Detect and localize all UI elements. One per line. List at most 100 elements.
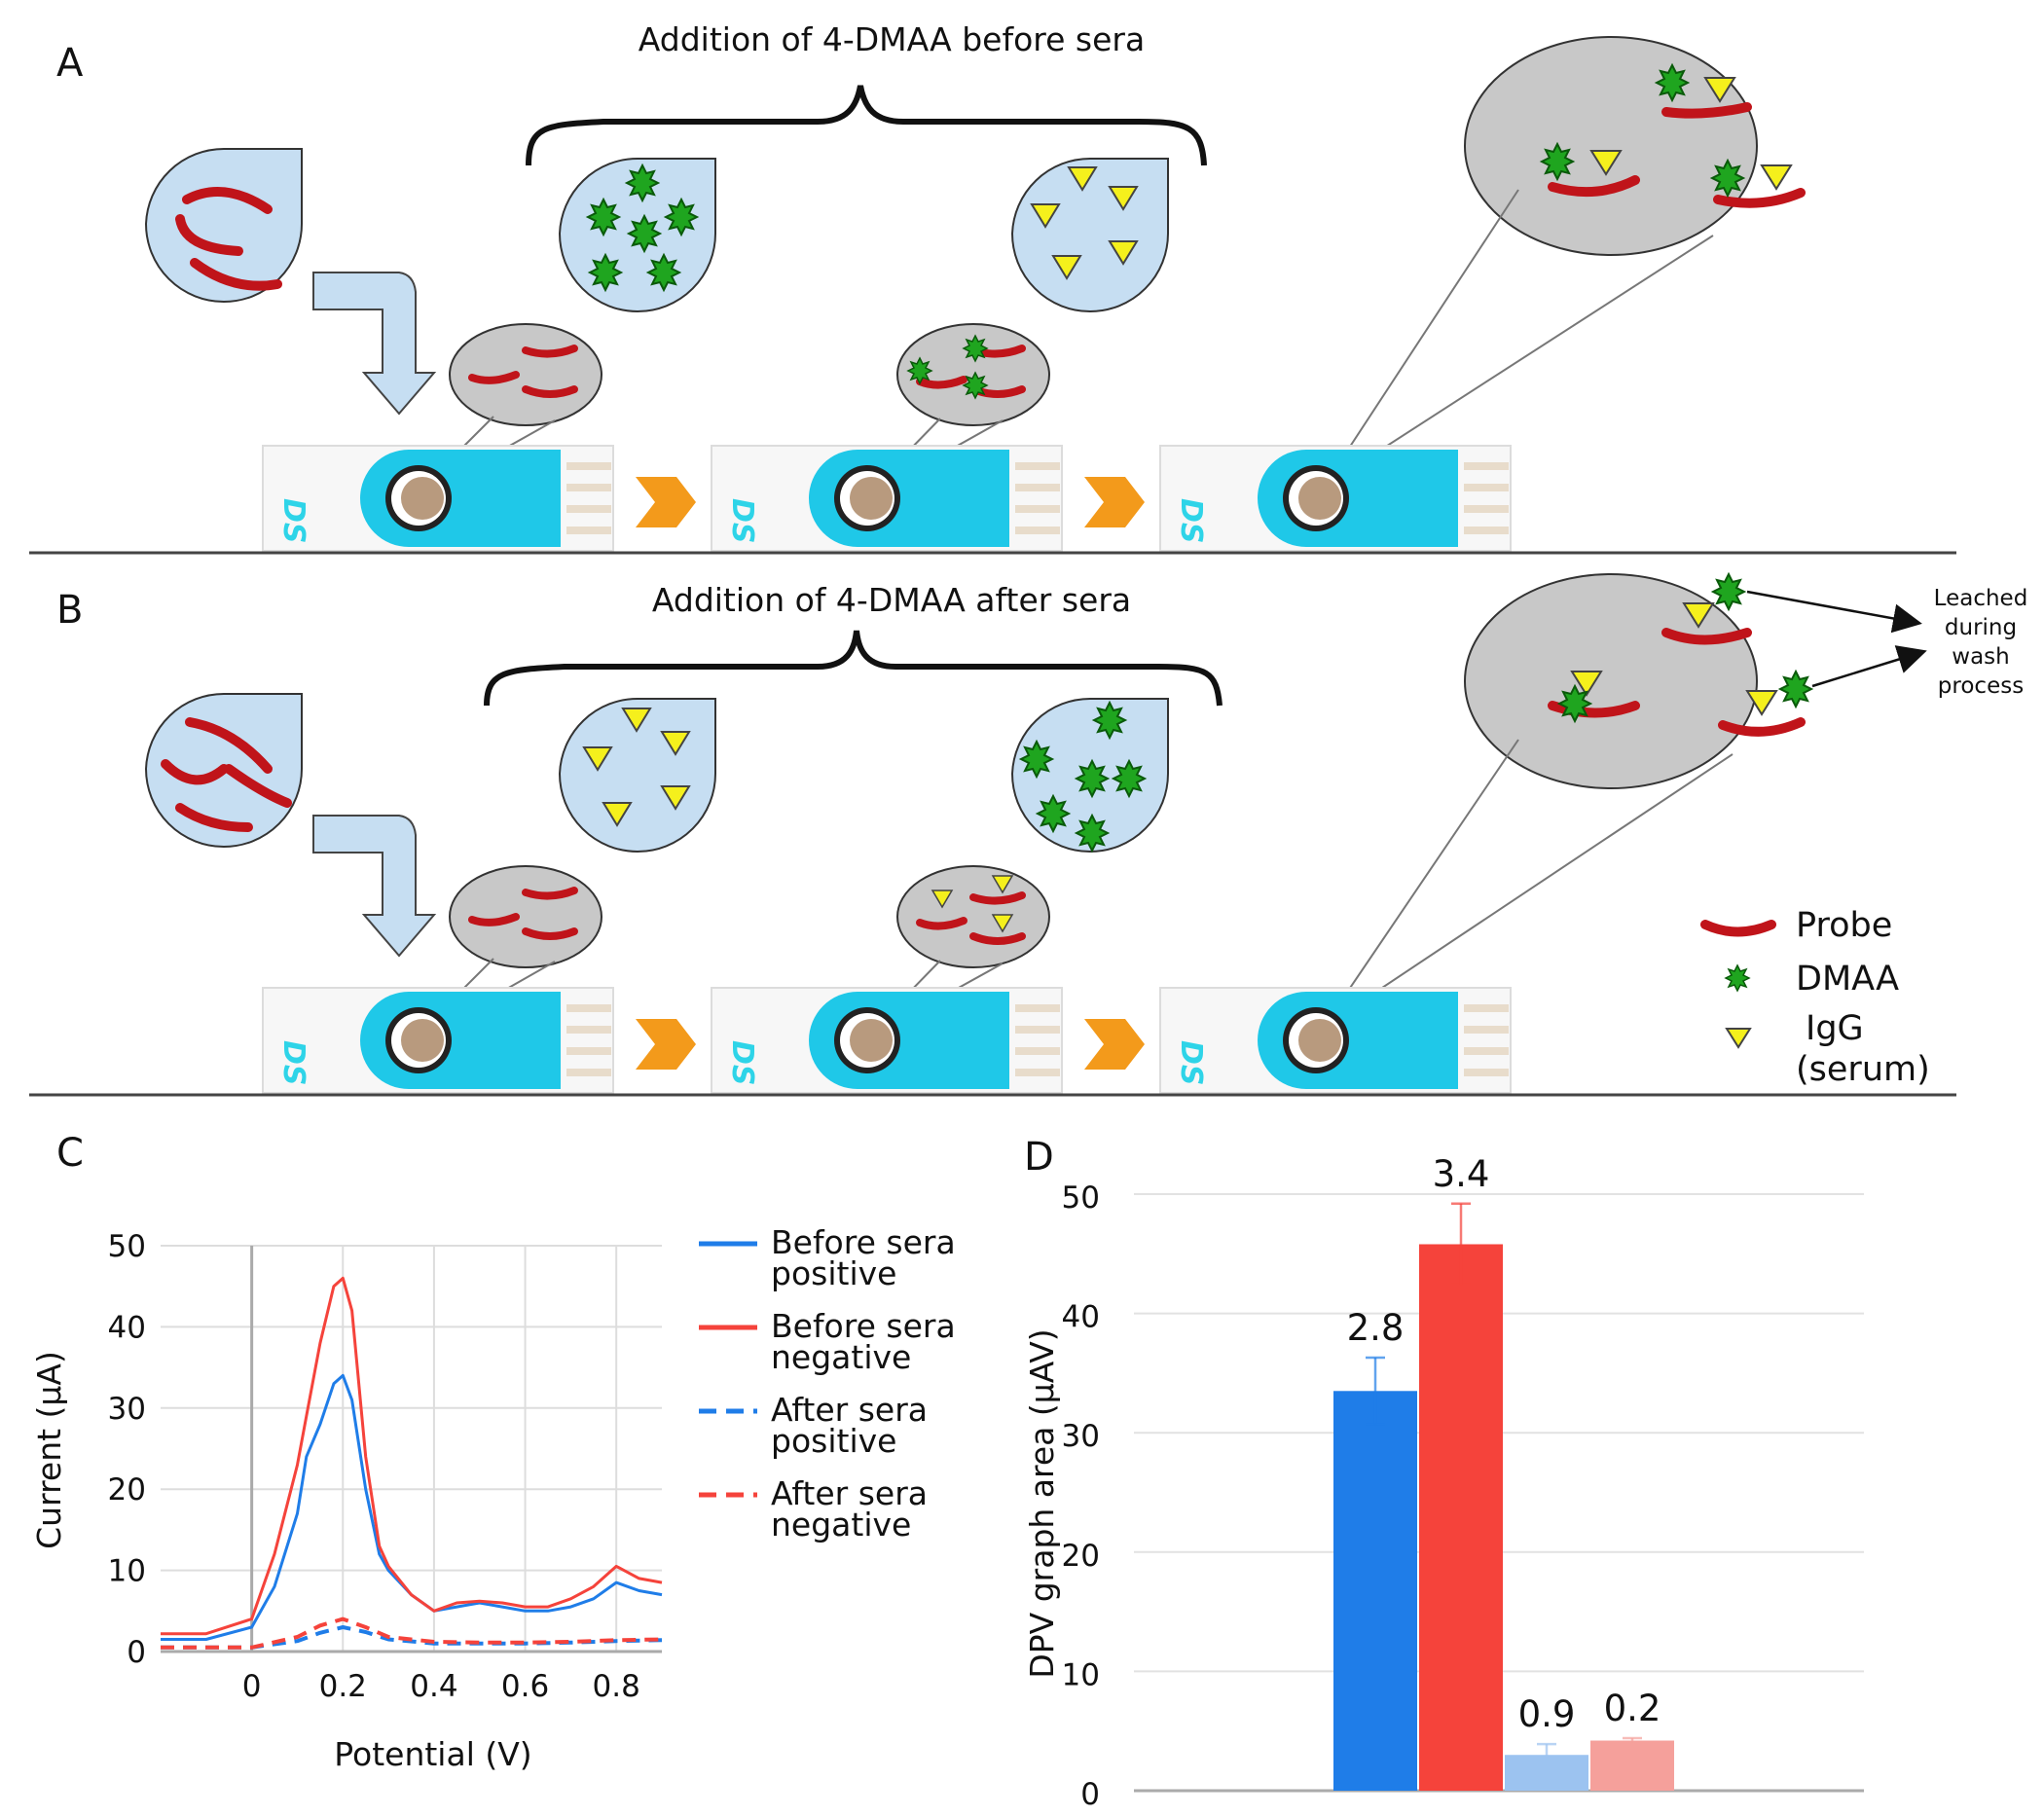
panel-a-probe-drop xyxy=(144,148,303,303)
panel-d-letter: D xyxy=(1024,1135,1054,1180)
panel-b-dmaa-drop xyxy=(1010,698,1169,854)
panel-a: A Addition of 4-DMAA before sera xyxy=(29,20,1956,555)
panel-b-igg-drop xyxy=(558,698,716,853)
panel-a-brace xyxy=(526,85,1207,166)
chart-c-legend-label: positive xyxy=(771,1422,896,1460)
panel-b-strip-2: DS xyxy=(711,987,1063,1094)
chart-c-legend-label: Before sera xyxy=(771,1307,956,1345)
chart-c-ytick-label: 20 xyxy=(108,1472,146,1507)
chart-d-bar-label: 2.8 xyxy=(1347,1307,1405,1349)
chart-c-ytick-label: 40 xyxy=(108,1310,146,1345)
chart-c-series-line xyxy=(161,1625,663,1650)
chart-d-ytick-label: 10 xyxy=(1062,1657,1100,1692)
strip-logo: DS xyxy=(1174,1040,1208,1086)
strip-logo: DS xyxy=(276,1040,310,1086)
strip-logo: DS xyxy=(725,498,759,544)
chart-d-bar xyxy=(1333,1391,1417,1791)
chart-d-bar-label: 0.2 xyxy=(1604,1688,1661,1729)
panel-a-letter: A xyxy=(56,41,84,86)
legend-dmaa-label: DMAA xyxy=(1796,960,1899,999)
leached-note-line-1: Leached xyxy=(1934,586,2028,611)
panel-b: B Addition of 4-DMAA after sera xyxy=(29,571,2028,1097)
chart-c-ytick-label: 10 xyxy=(108,1554,146,1589)
chart-c-legend-label: negative xyxy=(771,1338,911,1376)
chart-d-ytick-label: 40 xyxy=(1062,1300,1100,1335)
chart-d-bar xyxy=(1419,1244,1503,1791)
igg-legend-icon xyxy=(1725,1028,1752,1049)
probe-legend-icon xyxy=(1700,920,1776,937)
chart-c-legend-label: After sera xyxy=(771,1391,928,1429)
chart-c-xlabel: Potential (V) xyxy=(334,1735,531,1773)
strip-logo: DS xyxy=(276,498,310,544)
legend-igg-label: IgG xyxy=(1806,1009,1864,1048)
chart-c-xtick-label: 0.8 xyxy=(593,1669,640,1704)
panel-b-title: Addition of 4-DMAA after sera xyxy=(652,581,1131,619)
panel-b-brace xyxy=(484,630,1223,707)
chart-c-series-line xyxy=(161,1276,663,1636)
panel-a-small-ellipse-1 xyxy=(449,323,602,426)
panel-a-strip-2: DS xyxy=(711,445,1063,552)
leached-arrow-2 xyxy=(1811,645,1927,688)
panel-b-probe-drop xyxy=(144,693,303,848)
chart-d-ylabel: DPV graph area (μAV) xyxy=(1023,1328,1061,1678)
chart-c-ylabel: Current (μA) xyxy=(30,1351,68,1549)
panel-a-strip-3: DS xyxy=(1159,445,1512,552)
leached-note-line-3: wash xyxy=(1952,644,2009,670)
panel-a-title: Addition of 4-DMAA before sera xyxy=(639,20,1145,58)
chart-c-xtick-label: 0.2 xyxy=(319,1669,367,1704)
chart-c-series-line xyxy=(161,1373,663,1641)
panel-a-igg-drop xyxy=(1010,158,1169,312)
orange-chevron-arrow-icon xyxy=(636,1019,696,1070)
chart-c-series-line xyxy=(161,1616,663,1650)
legend-igg-sublabel: (serum) xyxy=(1796,1050,1930,1089)
leached-note-line-2: during xyxy=(1945,615,2017,640)
chart-c-legend-label: negative xyxy=(771,1506,911,1544)
panel-b-small-ellipse-2 xyxy=(896,865,1050,968)
panel-a-strip-1: DS xyxy=(262,445,614,552)
panel-b-strip-1: DS xyxy=(262,987,614,1094)
orange-chevron-arrow-icon xyxy=(1084,477,1145,527)
panel-a-zoom-ellipse xyxy=(1464,36,1806,256)
chart-d-ytick-label: 30 xyxy=(1062,1419,1100,1454)
leached-note: Leached during wash process xyxy=(1934,586,2028,699)
leached-note-line-4: process xyxy=(1938,673,2024,699)
chart-d-ytick-label: 50 xyxy=(1062,1180,1100,1216)
chart-d-ytick-label: 20 xyxy=(1062,1539,1100,1574)
chart-c-xtick-label: 0 xyxy=(242,1669,262,1704)
panel-a-small-ellipse-2 xyxy=(896,323,1050,426)
probe-icon xyxy=(175,214,243,256)
probe-icon xyxy=(190,258,282,291)
down-curved-arrow-icon xyxy=(312,815,437,958)
probe-icon xyxy=(182,187,273,214)
strip-logo: DS xyxy=(725,1040,759,1086)
orange-chevron-arrow-icon xyxy=(1084,1019,1145,1070)
panel-b-letter: B xyxy=(56,588,83,633)
chart-c-legend-label: Before sera xyxy=(771,1223,956,1261)
chart-d-bar-label: 3.4 xyxy=(1433,1153,1490,1195)
chart-c-xtick-label: 0.6 xyxy=(501,1669,549,1704)
panel-b-zoom-ellipse xyxy=(1464,571,1814,789)
chart-c-ytick-label: 50 xyxy=(108,1229,146,1264)
dmaa-legend-icon xyxy=(1724,963,1751,993)
chart-d-bar xyxy=(1590,1740,1674,1791)
symbol-legend: Probe DMAA IgG (serum) xyxy=(1700,906,1930,1089)
dmaa-icon-group xyxy=(585,163,700,293)
chart-c-legend-label: After sera xyxy=(771,1474,928,1512)
chart-c-ytick-label: 30 xyxy=(108,1392,146,1427)
panel-b-small-ellipse-1 xyxy=(449,865,602,968)
down-curved-arrow-icon xyxy=(312,272,437,416)
leached-arrow-1 xyxy=(1746,590,1922,634)
panel-b-strip-3: DS xyxy=(1159,987,1512,1094)
igg-icon-group xyxy=(1030,166,1139,280)
panel-c-letter: C xyxy=(56,1131,84,1176)
chart-c-ytick-label: 0 xyxy=(127,1635,146,1670)
orange-chevron-arrow-icon xyxy=(636,477,696,527)
panel-a-dmaa-drop xyxy=(558,158,716,312)
strip-logo: DS xyxy=(1174,498,1208,544)
legend-probe-label: Probe xyxy=(1796,906,1892,945)
